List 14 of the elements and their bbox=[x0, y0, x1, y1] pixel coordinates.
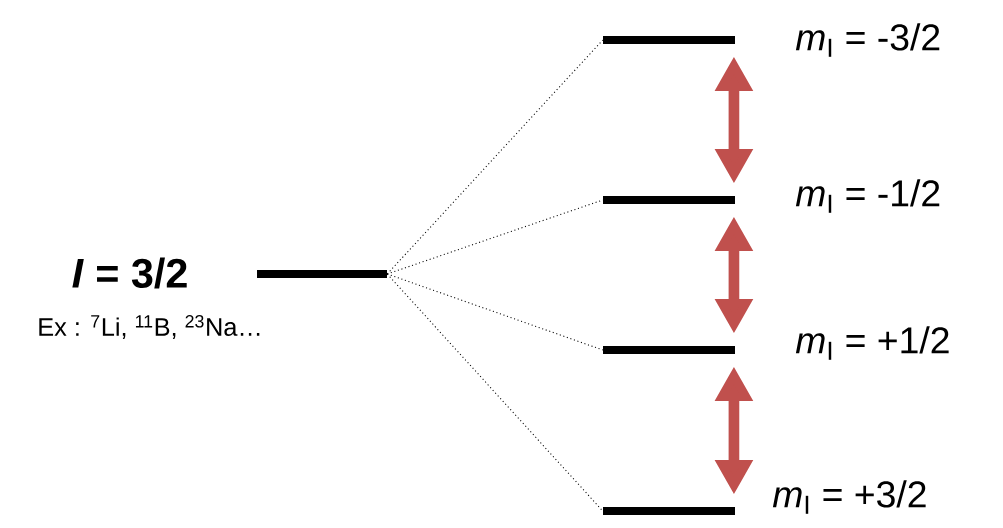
connector-line bbox=[386, 39, 604, 275]
quantum-number-label: m$_{I}$ = +3/2 bbox=[772, 480, 926, 514]
example-text: Ex : $^{7}$Li, $^{11}$B, $^{23}$Na… bbox=[39, 315, 260, 339]
energy-level-bar bbox=[603, 346, 735, 354]
quantum-number-label: m$_{I}$ = -3/2 bbox=[795, 23, 940, 57]
quantum-number-label: m$_{I}$ = +1/2 bbox=[795, 326, 949, 360]
energy-level-bar bbox=[603, 507, 735, 515]
energy-level-bar bbox=[603, 36, 735, 44]
energy-level-bar bbox=[603, 196, 735, 204]
quantum-number-label: m$_{I}$ = -1/2 bbox=[795, 179, 940, 213]
connector-line bbox=[386, 273, 604, 512]
spin-label: I = 3/2 bbox=[72, 257, 187, 289]
connector-line bbox=[386, 273, 604, 351]
energy-level-bar bbox=[257, 270, 387, 278]
